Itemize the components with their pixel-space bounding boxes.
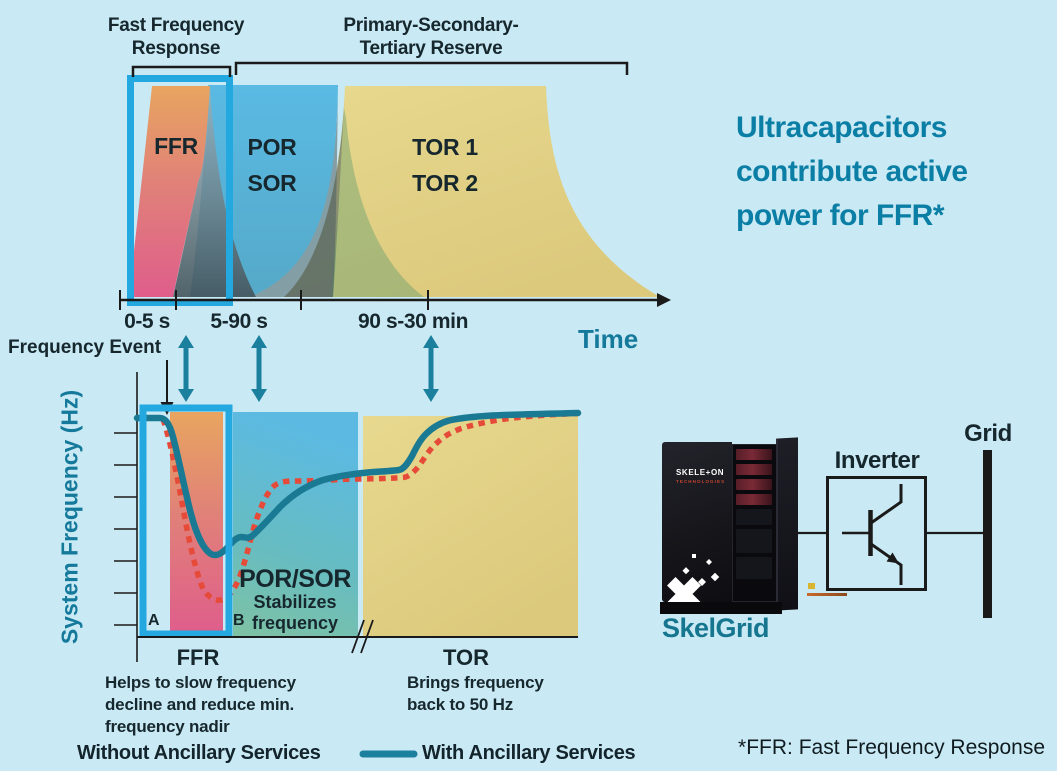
cabinet-x-decals [667,554,720,602]
double-arrow-icon [251,335,267,402]
cabinet-door-open [776,437,798,611]
marker-b: B [233,612,245,629]
time-axis [119,290,671,310]
ffr-phase-desc: Helps to slow frequency decline and redu… [105,673,296,736]
time-tick-5-90s: 5-90 s [210,310,268,333]
ffr-phase-label: FFR [176,645,220,670]
inverter-box [826,476,927,591]
y-axis-label: System Frequency (Hz) [56,389,83,645]
copper-busbar [807,593,847,596]
ffr-highlight-box-bottom [139,404,233,638]
zone-tor2-label: TOR 2 [412,170,478,196]
curve-with-ancillary [133,409,582,559]
cabinet-brand-sub: TECHNOLOGIES [676,479,726,484]
double-arrow-icon [178,335,194,402]
time-tick-0-5s: 0-5 s [124,310,170,333]
time-tick-90s-30min: 90 s-30 min [358,310,468,333]
warning-sticker [808,583,815,589]
por-sor-chart-label: POR/SOR [239,565,351,593]
zone-tor1-label: TOR 1 [412,134,478,160]
rack-module [736,449,772,460]
ffr-bracket-label: Fast Frequency Response [107,15,245,59]
por-sor-chart-subnote: Stabilizes frequency [251,592,339,633]
time-axis-label: Time [578,324,639,354]
ffr-curtain-shape [129,86,256,297]
cabinet-open-rack [732,444,847,602]
rack-module [736,464,772,475]
double-arrow-icon [423,335,439,402]
headline: Ultracapacitors contribute active power … [736,111,968,232]
cabinet-plinth [660,602,782,614]
inverter-label: Inverter [834,447,920,474]
grid-label: Grid [964,420,1012,447]
frequency-chart-x-axis [137,619,578,654]
marker-a: A [148,612,160,629]
legend-without-label: Without Ancillary Services [77,742,321,764]
tor-phase-label: TOR [442,645,490,670]
cabinet-brand-logo: SKELE+ON [676,468,725,477]
frequency-event-label: Frequency Event [8,337,162,358]
cabinet-door-closed: SKELE+ON TECHNOLOGIES [662,442,732,602]
rack-module [736,494,772,505]
legend-with-label: With Ancillary Services [422,742,636,764]
grid-busbar [983,450,992,618]
transistor-icon [842,484,903,585]
rack-module [736,479,772,490]
curve-without-ancillary [160,410,579,603]
rack-module [736,509,772,525]
rack-module [736,557,772,579]
zone-por-label: POR [247,134,297,160]
frequency-chart-y-axis [114,372,138,662]
zone-sor-label: SOR [247,170,297,196]
link-arrows [178,335,439,402]
rack-module [736,529,772,553]
pst-bracket [234,61,629,75]
skelgrid-cabinet: SKELE+ON TECHNOLOGIES [660,436,847,616]
skelgrid-label: SkelGrid [662,613,770,643]
zone-ffr-label: FFR [154,133,198,159]
ffr-highlight-box-top [127,75,233,306]
pst-bracket-label: Primary-Secondary- Tertiary Reserve [343,15,519,59]
footnote-ffr: *FFR: Fast Frequency Response [738,736,1045,759]
ffr-bracket [131,65,232,77]
tor-phase-desc: Brings frequency back to 50 Hz [407,673,544,714]
